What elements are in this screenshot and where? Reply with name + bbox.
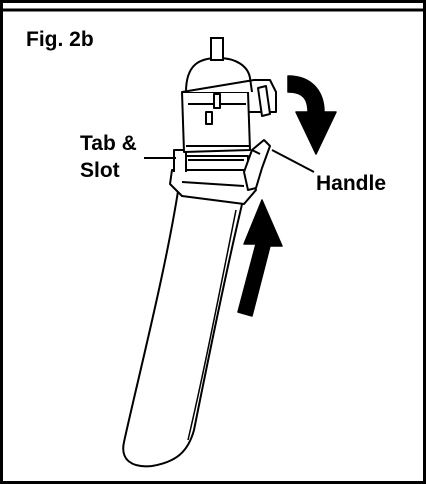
- bag-body: [122, 177, 245, 468]
- curved-down-arrow-icon: [287, 75, 337, 155]
- handle-clip: [243, 139, 271, 191]
- up-arrow-icon: [237, 199, 283, 317]
- handle-label: Handle: [316, 172, 386, 195]
- tab-slot-label-line2: Slot: [80, 159, 120, 182]
- handle-leader-line: [271, 149, 315, 173]
- tab-slot-label-line1: Tab &: [80, 132, 137, 155]
- top-nozzle: [210, 37, 224, 61]
- tab-and-slot-collar: [169, 149, 257, 205]
- motor-housing: [181, 57, 277, 153]
- bag-inner-line: [187, 209, 237, 441]
- figure-title: Fig. 2b: [26, 28, 94, 51]
